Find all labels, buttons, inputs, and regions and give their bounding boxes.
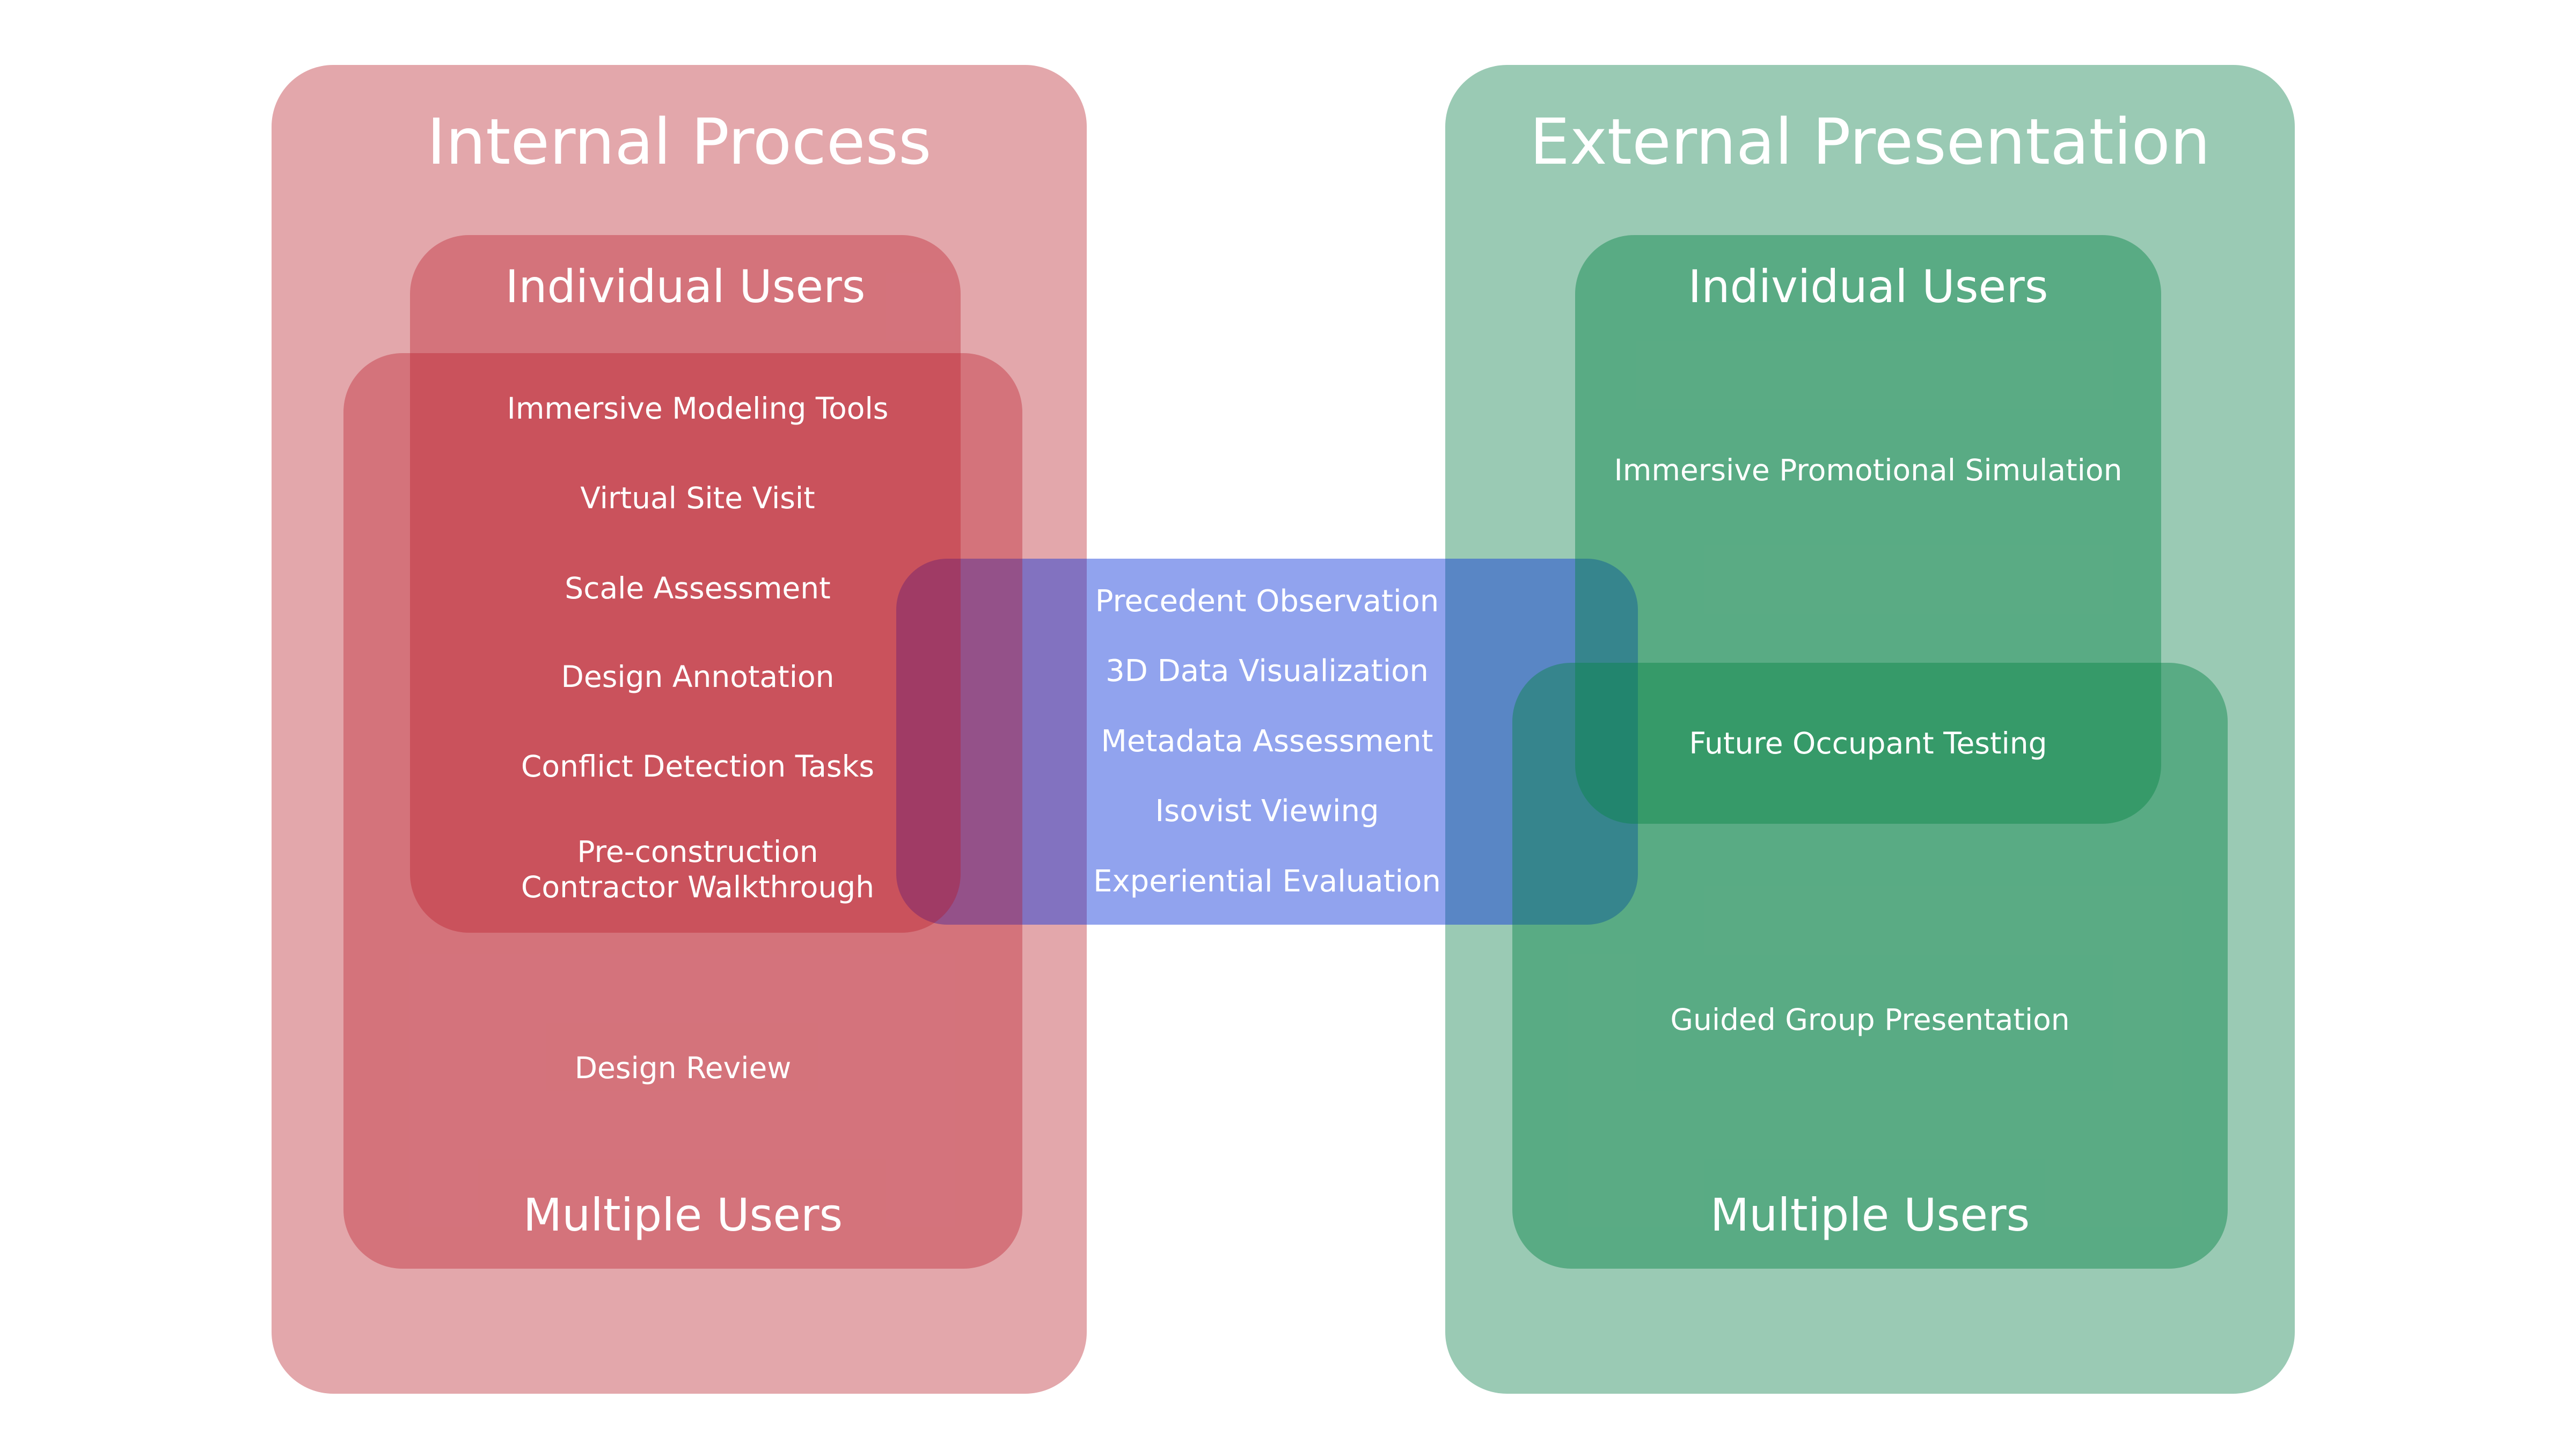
external-presentation-title: External Presentation xyxy=(1529,105,2211,179)
external-multiple-users-region xyxy=(1512,663,2228,1269)
list-item: Precedent Observation xyxy=(1095,584,1439,619)
list-item: Pre-construction Contractor Walkthrough xyxy=(521,835,875,904)
shared-activities-region xyxy=(896,559,1638,925)
list-item: Metadata Assessment xyxy=(1101,724,1433,759)
internal-individual-users-region xyxy=(410,235,961,933)
list-item: 3D Data Visualization xyxy=(1106,654,1429,689)
list-item: Design Annotation xyxy=(561,660,835,694)
list-item: Immersive Modeling Tools xyxy=(507,391,889,426)
internal-individual-users-label: Individual Users xyxy=(505,260,866,313)
external-individual-users-region xyxy=(1575,235,2161,824)
internal-process-region xyxy=(272,65,1087,1394)
list-item: Experiential Evaluation xyxy=(1093,864,1441,899)
external-multiple-users-label: Multiple Users xyxy=(1710,1189,2030,1241)
external-presentation-region xyxy=(1445,65,2295,1394)
list-item: Guided Group Presentation xyxy=(1670,1002,2070,1037)
internal-multiple-users-region xyxy=(343,353,1022,1269)
internal-process-title: Internal Process xyxy=(427,105,932,179)
list-item: Immersive Promotional Simulation xyxy=(1614,453,2123,487)
list-item: Future Occupant Testing xyxy=(1689,726,2047,760)
external-individual-users-label: Individual Users xyxy=(1688,260,2048,313)
list-item: Virtual Site Visit xyxy=(580,481,815,515)
list-item: Scale Assessment xyxy=(565,571,831,605)
list-item: Design Review xyxy=(574,1051,792,1085)
list-item: Conflict Detection Tasks xyxy=(521,749,875,784)
internal-multiple-users-label: Multiple Users xyxy=(523,1189,843,1241)
list-item: Isovist Viewing xyxy=(1155,794,1379,829)
